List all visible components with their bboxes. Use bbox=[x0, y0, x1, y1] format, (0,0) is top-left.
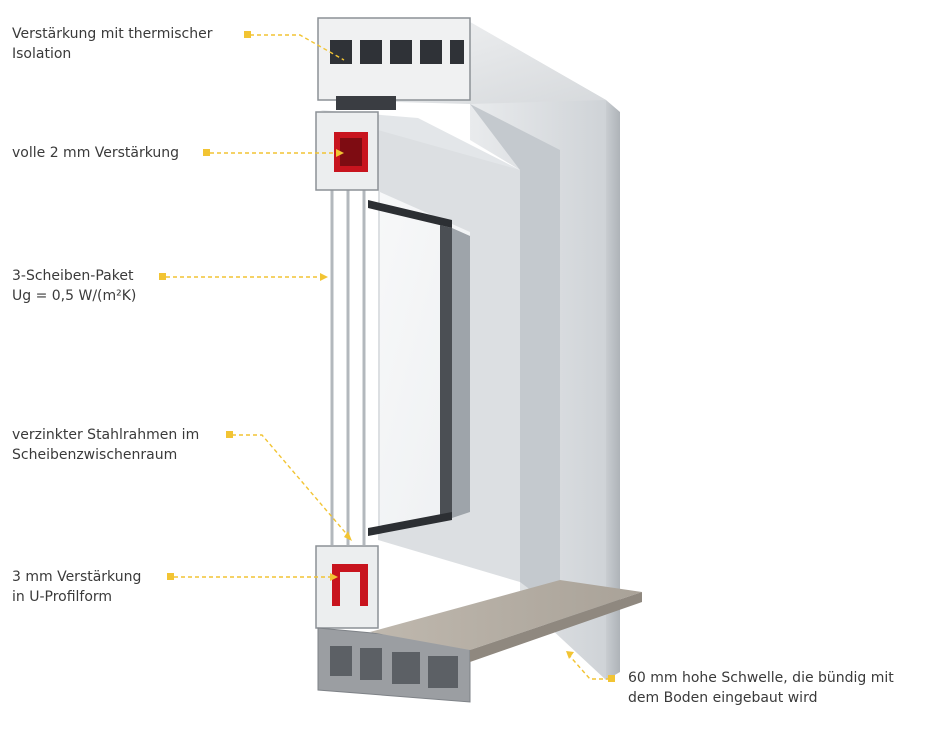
label-full-2mm-line-1: volle 2 mm Verstärkung bbox=[12, 145, 180, 161]
label-reinforcement-thermal-line-2: Isolation bbox=[12, 46, 72, 62]
glass-bead-bottom bbox=[368, 512, 452, 536]
label-reinforcement-thermal: Verstärkung mit thermischer Isolation bbox=[12, 24, 212, 64]
label-steel-frame-line-2: Scheibenzwischenraum bbox=[12, 447, 178, 463]
leader-line-threshold bbox=[567, 653, 610, 680]
arrow-head-full-2mm bbox=[336, 149, 344, 157]
label-triple-glazing-line-1: 3-Scheiben-Paket bbox=[12, 268, 134, 284]
label-threshold-line-2: dem Boden eingebaut wird bbox=[628, 690, 818, 706]
arrow-head-threshold bbox=[566, 651, 574, 659]
top-chamber-5 bbox=[450, 40, 464, 64]
top-profile-gasket bbox=[336, 96, 396, 110]
outer-frame-right-side bbox=[606, 100, 620, 680]
glass-bead-right bbox=[440, 225, 452, 520]
top-chamber-4 bbox=[420, 40, 442, 64]
label-3mm-u-profile-line-2: in U-Profilform bbox=[12, 589, 113, 605]
arrow-head-triple-glazing bbox=[320, 273, 328, 281]
threshold-chamber-1 bbox=[330, 646, 352, 676]
label-3mm-u-profile: 3 mm Verstärkung in U-Profilform bbox=[12, 567, 141, 607]
arrow-head-3mm bbox=[330, 573, 338, 581]
leader-line-reinforcement-thermal bbox=[250, 34, 345, 61]
frame-rebate bbox=[470, 104, 560, 612]
red-u-profile-3mm bbox=[332, 564, 368, 606]
label-triple-glazing-line-2: Ug = 0,5 W/(m²K) bbox=[12, 288, 137, 304]
top-chamber-3 bbox=[390, 40, 412, 64]
threshold-chamber-2 bbox=[360, 648, 382, 680]
top-chamber-2 bbox=[360, 40, 382, 64]
marker-triple-glazing bbox=[159, 273, 166, 280]
marker-threshold bbox=[608, 675, 615, 682]
glass-bead-top bbox=[368, 200, 452, 228]
label-steel-frame-line-1: verzinkter Stahlrahmen im bbox=[12, 427, 200, 443]
label-reinforcement-thermal-line-1: Verstärkung mit thermischer bbox=[12, 26, 213, 42]
label-full-2mm: volle 2 mm Verstärkung bbox=[12, 143, 179, 163]
threshold-front-face bbox=[470, 592, 642, 662]
threshold-chamber-3 bbox=[392, 652, 420, 684]
glass-frame-inner-right bbox=[452, 228, 470, 518]
label-threshold: 60 mm hohe Schwelle, die bündig mit dem … bbox=[628, 668, 894, 708]
label-threshold-line-1: 60 mm hohe Schwelle, die bündig mit bbox=[628, 670, 894, 686]
red-reinforcement-2mm-inner bbox=[340, 138, 362, 166]
marker-3mm-u-profile bbox=[167, 573, 174, 580]
label-steel-frame: verzinkter Stahlrahmen im Scheibenzwisch… bbox=[12, 425, 199, 465]
label-triple-glazing: 3-Scheiben-Paket Ug = 0,5 W/(m²K) bbox=[12, 266, 136, 306]
arrow-head-steel-frame bbox=[344, 531, 352, 541]
threshold-top-face bbox=[370, 580, 642, 650]
leader-line-steel-frame bbox=[232, 434, 351, 539]
top-chamber-1 bbox=[330, 40, 352, 64]
threshold-chamber-4 bbox=[428, 656, 458, 688]
marker-full-2mm bbox=[203, 149, 210, 156]
leader-lines bbox=[166, 34, 610, 680]
marker-reinforcement-thermal bbox=[244, 31, 251, 38]
sash-lower-section bbox=[315, 545, 379, 629]
label-3mm-u-profile-line-1: 3 mm Verstärkung bbox=[12, 569, 142, 585]
marker-steel-frame bbox=[226, 431, 233, 438]
